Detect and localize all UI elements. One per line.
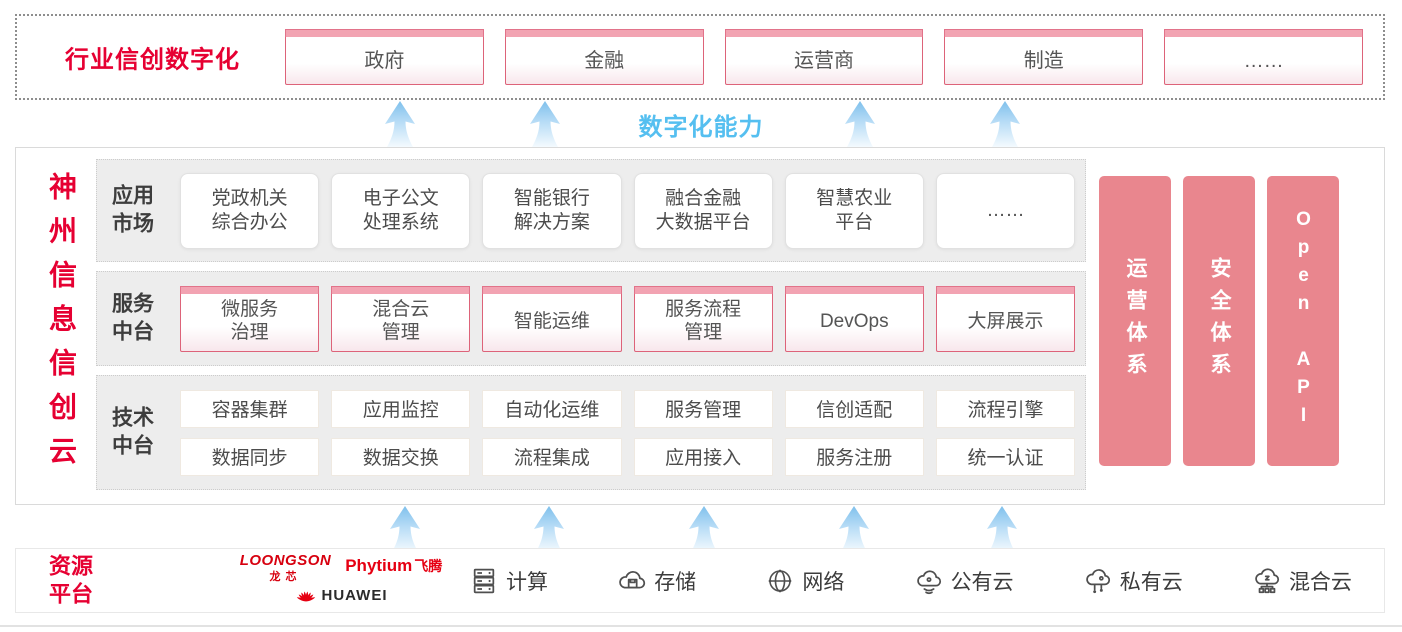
huawei-flower-icon [296, 591, 315, 602]
tech-box-unified-auth: 统一认证 [935, 437, 1076, 476]
resource-item-network: 网络 [764, 565, 844, 597]
app-box-edoc-system: 电子公文 处理系统 [331, 172, 471, 249]
industry-box-finance: 金融 [504, 29, 704, 85]
resource-platform-label: 资源 平台 [49, 552, 94, 607]
svc-box-service-process: 服务流程 管理 [633, 285, 773, 352]
loongson-logo: LOONGSON 龙芯 [239, 552, 332, 583]
digital-capability-label: 数字化能力 [638, 114, 764, 141]
app-market-row: 应用 市场 党政机关 综合办公 电子公文 处理系统 智能银行 解决方案 融合金融… [96, 159, 1086, 262]
industry-box-more: …… [1164, 29, 1363, 85]
app-box-finance-bigdata: 融合金融 大数据平台 [633, 172, 773, 249]
svc-box-hybrid-cloud-mgmt: 混合云 管理 [331, 285, 471, 352]
service-platform-row: 服务 中台 微服务 治理 混合云 管理 智能运维 服务流程 管理 DevOps … [96, 271, 1086, 366]
bottom-divider [0, 625, 1402, 627]
service-platform-label: 服务 中台 [112, 292, 154, 344]
phytium-logo: Phytium 飞腾 [345, 556, 443, 575]
open-api-bar: Open API [1267, 176, 1339, 466]
tech-platform-label: 技术 中台 [112, 406, 154, 458]
tech-box-data-exchange: 数据交换 [331, 437, 471, 476]
resource-item-compute: 计算 [468, 565, 548, 597]
storage-icon [619, 570, 646, 589]
svc-box-big-screen: 大屏展示 [935, 285, 1076, 352]
resource-item-public-cloud: 公有云 [913, 565, 1014, 597]
tech-box-container-cluster: 容器集群 [180, 389, 320, 428]
resource-items: 计算 存储 [468, 549, 1352, 612]
industry-band-title: 行业信创数字化 [65, 46, 240, 74]
svc-box-microservice: 微服务 治理 [180, 285, 320, 352]
tech-box-app-monitoring: 应用监控 [331, 389, 471, 428]
compute-icon [473, 568, 495, 593]
app-box-smart-agriculture: 智慧农业 平台 [784, 172, 924, 249]
up-arrow-icon [534, 506, 564, 552]
app-market-label: 应用 市场 [112, 184, 154, 236]
resource-item-private-cloud: 私有云 [1082, 565, 1183, 597]
industry-list: 政府 金融 运营商 制造 …… [285, 29, 1363, 85]
public-cloud-icon [916, 569, 941, 594]
svc-box-devops: DevOps [784, 285, 925, 352]
tech-box-process-integration: 流程集成 [482, 437, 622, 476]
hybrid-cloud-icon [1255, 567, 1279, 593]
tech-box-xinchuang-adapt: 信创适配 [784, 389, 924, 428]
up-arrow-icon [839, 506, 869, 552]
cloud-title: 神州信息信创云 [46, 172, 77, 480]
app-box-more: …… [935, 172, 1076, 249]
up-arrow-icon [689, 506, 719, 552]
private-cloud-icon [1085, 568, 1110, 593]
huawei-logo: HUAWEI [295, 585, 388, 605]
operation-system-bar: 运营体系 [1099, 176, 1171, 466]
resource-platform-band: 资源 平台 LOONGSON 龙芯 Phytium 飞腾 [15, 548, 1385, 613]
tech-box-process-engine: 流程引擎 [935, 389, 1076, 428]
tech-box-data-sync: 数据同步 [180, 437, 320, 476]
resource-item-storage: 存储 [616, 565, 696, 597]
vendor-logos: LOONGSON 龙芯 Phytium 飞腾 [211, 552, 471, 605]
industry-digitalization-band: 行业信创数字化 政府 金融 运营商 制造 …… [15, 14, 1385, 100]
xinchuang-cloud-panel: 神州信息信创云 应用 市场 党政机关 综合办公 电子公文 处理系统 智能银行 解… [15, 147, 1385, 505]
industry-box-manufacturing: 制造 [944, 29, 1144, 85]
app-box-smart-bank: 智能银行 解决方案 [482, 172, 622, 249]
tech-box-service-registry: 服务注册 [784, 437, 924, 476]
tech-box-app-access: 应用接入 [633, 437, 773, 476]
resource-item-hybrid-cloud: 混合云 [1251, 565, 1352, 597]
up-arrow-icon [390, 506, 420, 552]
security-system-bar: 安全体系 [1183, 176, 1255, 466]
network-icon [769, 569, 792, 592]
industry-box-operator: 运营商 [724, 29, 924, 85]
app-box-gov-office: 党政机关 综合办公 [180, 172, 320, 249]
up-arrow-icon [987, 506, 1017, 552]
tech-platform-row: 技术 中台 容器集群 应用监控 自动化运维 服务管理 信创适配 流程引擎 数据同… [96, 375, 1086, 490]
industry-box-government: 政府 [285, 29, 484, 85]
svc-box-intelligent-ops: 智能运维 [482, 285, 622, 352]
tech-box-service-mgmt: 服务管理 [633, 389, 773, 428]
tech-box-automated-ops: 自动化运维 [482, 389, 622, 428]
